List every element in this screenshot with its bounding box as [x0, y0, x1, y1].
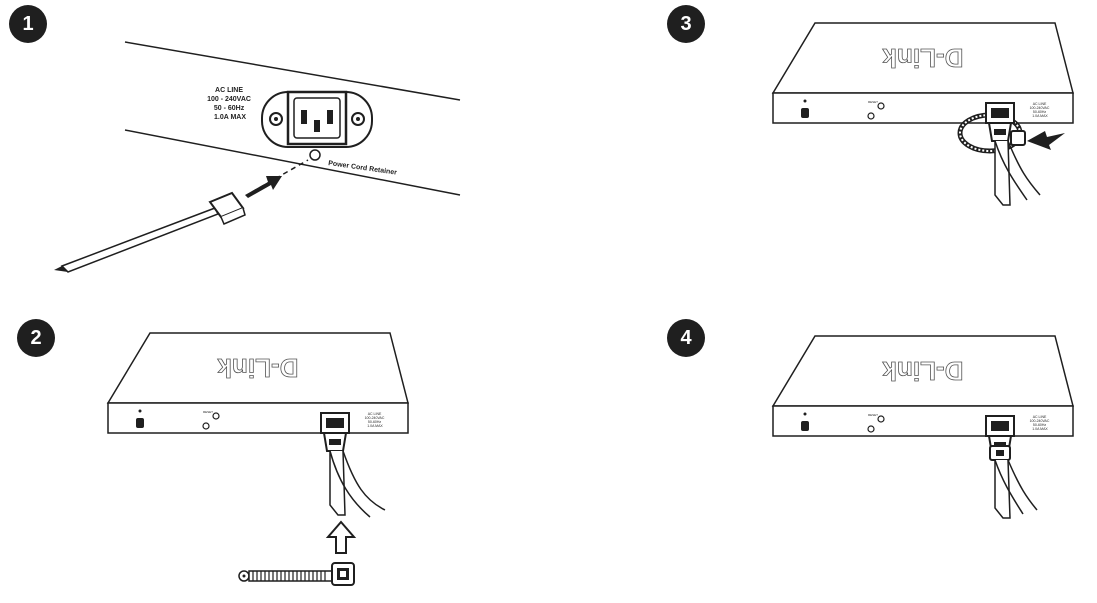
insert-arrow-icon — [245, 176, 282, 198]
brand-logo: D-Link — [217, 353, 298, 383]
up-arrow-icon — [325, 520, 357, 554]
reset-button-icon — [867, 415, 885, 433]
lock-slot-icon — [136, 409, 144, 428]
switch-device: D-Link RESET AC LINE 100-240VAC 50-60Hz … — [106, 332, 409, 434]
lock-slot-icon — [801, 99, 809, 118]
ac-line-label: AC LINE 100 - 240VAC 50 - 60Hz 1.0A MAX — [207, 87, 253, 121]
brand-logo: D-Link — [882, 356, 963, 386]
lock-slot-icon — [801, 412, 809, 431]
step-2-badge: 2 — [17, 319, 55, 357]
reset-button-icon — [867, 102, 885, 120]
step-3-illustration: D-Link RESET AC LINE 100-240VAC 50-60Hz … — [771, 22, 1074, 206]
step-4-illustration: D-Link RESET AC LINE 100-240VAC 50-60Hz … — [771, 335, 1074, 519]
cable-tie-icon — [54, 191, 246, 273]
reset-button-icon — [202, 412, 220, 430]
power-plug-icon — [320, 412, 350, 452]
step-1-illustration: AC LINE 100 - 240VAC 50 - 60Hz 1.0A MAX … — [54, 41, 461, 273]
brand-logo: D-Link — [882, 43, 963, 73]
step-2-illustration: D-Link RESET AC LINE 100-240VAC 50-60Hz … — [106, 332, 409, 586]
power-cord-retainer-label: Power Cord Retainer — [328, 160, 398, 177]
power-plug-icon — [985, 102, 1026, 146]
reset-label: RESET — [868, 100, 878, 104]
rear-power-label: AC LINE 100-240VAC 50-60Hz 1.0A MAX — [1030, 415, 1051, 431]
reset-label: RESET — [203, 410, 213, 414]
rear-power-label: AC LINE 100-240VAC 50-60Hz 1.0A MAX — [1030, 102, 1051, 118]
step-4-badge: 4 — [667, 319, 705, 357]
reset-label: RESET — [868, 413, 878, 417]
power-inlet-icon — [261, 90, 373, 148]
rear-power-label: AC LINE 100-240VAC 50-60Hz 1.0A MAX — [365, 412, 386, 428]
tighten-arrow-icon — [1027, 131, 1065, 150]
step-1-badge: 1 — [9, 5, 47, 43]
step-3-badge: 3 — [667, 5, 705, 43]
cable-tie-icon — [238, 562, 355, 586]
retainer-hole-icon — [309, 149, 321, 161]
switch-device: D-Link RESET AC LINE 100-240VAC 50-60Hz … — [771, 22, 1074, 124]
power-plug-icon — [985, 415, 1015, 461]
switch-device: D-Link RESET AC LINE 100-240VAC 50-60Hz … — [771, 335, 1074, 437]
